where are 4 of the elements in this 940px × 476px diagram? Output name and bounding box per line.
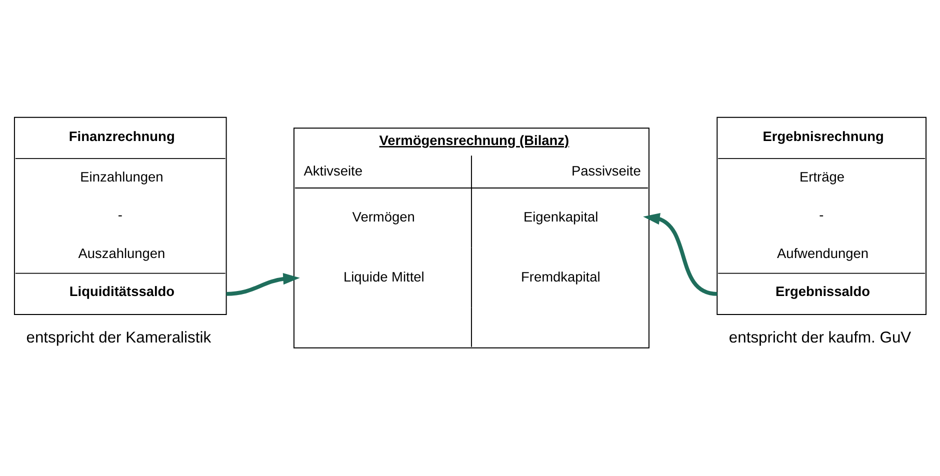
arrow — [643, 213, 718, 296]
arrow — [226, 272, 300, 296]
node-label: entspricht der kaufm. GuV — [728, 330, 912, 347]
node-label: entspricht der Kameralistik — [26, 330, 212, 347]
